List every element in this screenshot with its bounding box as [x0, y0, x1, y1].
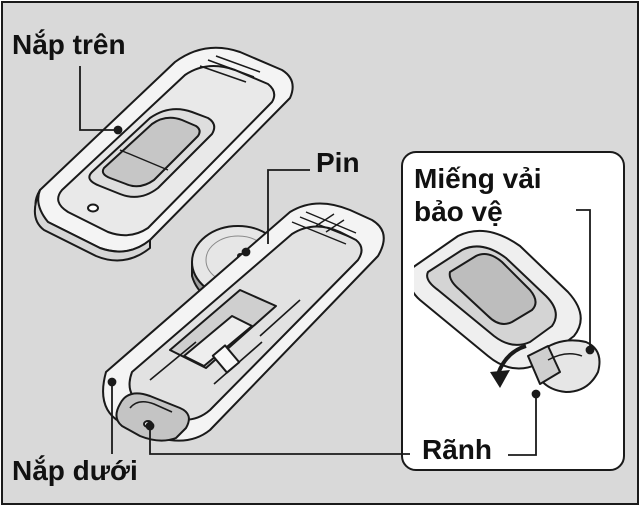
- leader-line-slot-to-case: [149, 426, 410, 455]
- leader-dot-protective-cloth: [585, 345, 595, 355]
- top-cover-illustration: [33, 46, 294, 262]
- leader-line-battery: [267, 169, 310, 244]
- bottom-cover-illustration: [102, 202, 385, 442]
- leader-dot-top-cover: [113, 125, 123, 135]
- leader-dot-slot: [531, 389, 541, 399]
- leader-dot-battery: [241, 247, 251, 257]
- label-top-cover: Nắp trên: [12, 29, 126, 60]
- label-slot: Rãnh: [422, 434, 492, 465]
- leader-dot-slot-case: [145, 421, 155, 431]
- label-protective-cloth-line1: Miếng vải: [414, 163, 542, 194]
- label-bottom-cover: Nắp dưới: [12, 455, 138, 486]
- inset-detail: [401, 151, 625, 471]
- label-protective-cloth-line2: bảo vệ: [414, 196, 503, 228]
- leader-line-top-cover: [79, 66, 118, 131]
- leader-line-slot: [508, 396, 537, 456]
- leader-dot-bottom-cover: [107, 377, 117, 387]
- label-protective-cloth: Miếng vải bảo vệ: [414, 162, 542, 228]
- leader-line-protective-cloth: [576, 209, 591, 348]
- label-battery: Pin: [316, 147, 360, 178]
- leader-lines: [79, 66, 595, 456]
